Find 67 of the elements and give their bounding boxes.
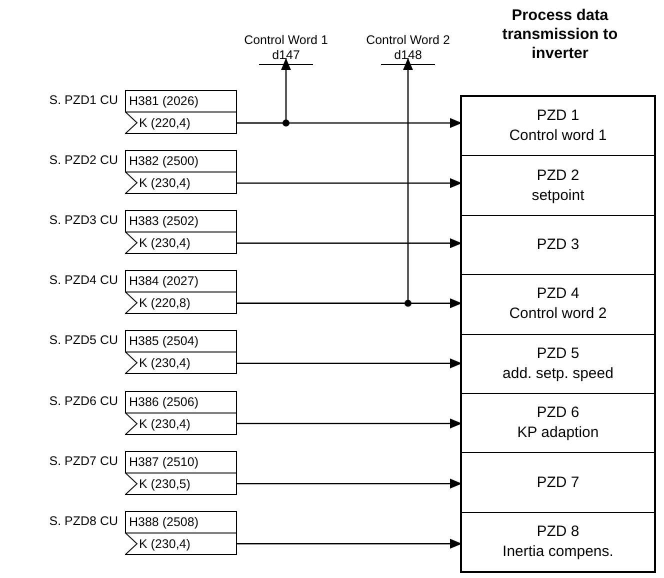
parameter-number: H388 (2508) — [128, 514, 198, 531]
arrow — [237, 478, 462, 489]
connector-number: K (230,5) — [138, 476, 190, 493]
signal-label: S. PZD8 CU — [48, 514, 118, 528]
connector-number: K (220,4) — [138, 115, 190, 132]
data-word-box — [461, 393, 655, 454]
parameter-block — [125, 270, 237, 314]
word-name: PZD 3 — [536, 234, 580, 255]
parameter-number: H383 (2502) — [128, 213, 198, 230]
connector-number: K (230,4) — [138, 175, 190, 192]
data-word-box — [461, 96, 655, 156]
data-word-box — [461, 274, 655, 335]
signal-name: Control Word 1 — [244, 33, 328, 48]
signal-label: S. PZD6 CU — [48, 394, 118, 408]
parameter-block — [125, 510, 237, 555]
word-name: PZD 7 — [536, 472, 580, 493]
data-word-box — [461, 334, 655, 394]
word-name: PZD 8 — [536, 522, 580, 542]
word-name: PZD 2 — [536, 166, 580, 186]
parameter-number: H384 (2027) — [128, 273, 198, 290]
parameter-block — [125, 450, 237, 495]
arrow — [237, 58, 291, 124]
connector-number: K (230,4) — [138, 416, 190, 433]
arrow — [237, 238, 462, 248]
word-function: Inertia compens. — [502, 542, 614, 562]
word-function: KP adaption — [517, 423, 599, 444]
data-word-box — [461, 452, 655, 513]
parameter-number: H381 (2026) — [128, 93, 198, 110]
signal-label: S. PZD5 CU — [48, 333, 118, 348]
connector-number: K (220,8) — [138, 295, 190, 312]
parameter-number: H382 (2500) — [128, 153, 198, 170]
parameter-block — [125, 210, 237, 254]
signal-label: S. PZD2 CU — [48, 153, 118, 168]
word-function: setpoint — [532, 186, 584, 206]
parameter-number: d147 — [259, 48, 313, 65]
signal-name: Control Word 2 — [366, 33, 450, 48]
parameter-number: d148 — [381, 48, 435, 65]
parameter-number: H387 (2510) — [128, 454, 198, 471]
word-function: Control word 2 — [509, 304, 607, 324]
word-function: add. setp. speed — [502, 364, 614, 384]
connector-number: K (230,4) — [138, 235, 190, 252]
arrow — [237, 358, 462, 368]
parameter-number: H386 (2506) — [128, 394, 198, 411]
panel-title: Process data transmission to inverter — [501, 6, 619, 63]
parameter-block — [125, 330, 237, 374]
word-name: PZD 4 — [536, 284, 580, 304]
word-function: Control word 1 — [509, 126, 607, 146]
signal-label: S. PZD7 CU — [48, 454, 118, 468]
word-name: PZD 5 — [536, 344, 580, 364]
parameter-number: H385 (2504) — [128, 333, 198, 350]
parameter-block — [125, 390, 237, 434]
arrow — [237, 178, 462, 188]
parameter-block — [125, 150, 237, 194]
word-name: PZD 6 — [536, 403, 580, 424]
connector-number: K (230,4) — [138, 355, 190, 372]
signal-label: S. PZD1 CU — [48, 93, 118, 107]
word-name: PZD 1 — [536, 106, 580, 126]
data-word-box — [461, 214, 655, 276]
parameter-block — [125, 90, 237, 134]
signal-label: S. PZD3 CU — [48, 213, 118, 228]
data-word-box — [461, 512, 655, 572]
arrow — [237, 418, 462, 428]
arrow — [237, 538, 462, 549]
signal-label: S. PZD4 CU — [48, 273, 118, 288]
connector-number: K (230,4) — [138, 536, 190, 553]
arrow — [237, 58, 413, 304]
data-word-box — [461, 155, 655, 216]
